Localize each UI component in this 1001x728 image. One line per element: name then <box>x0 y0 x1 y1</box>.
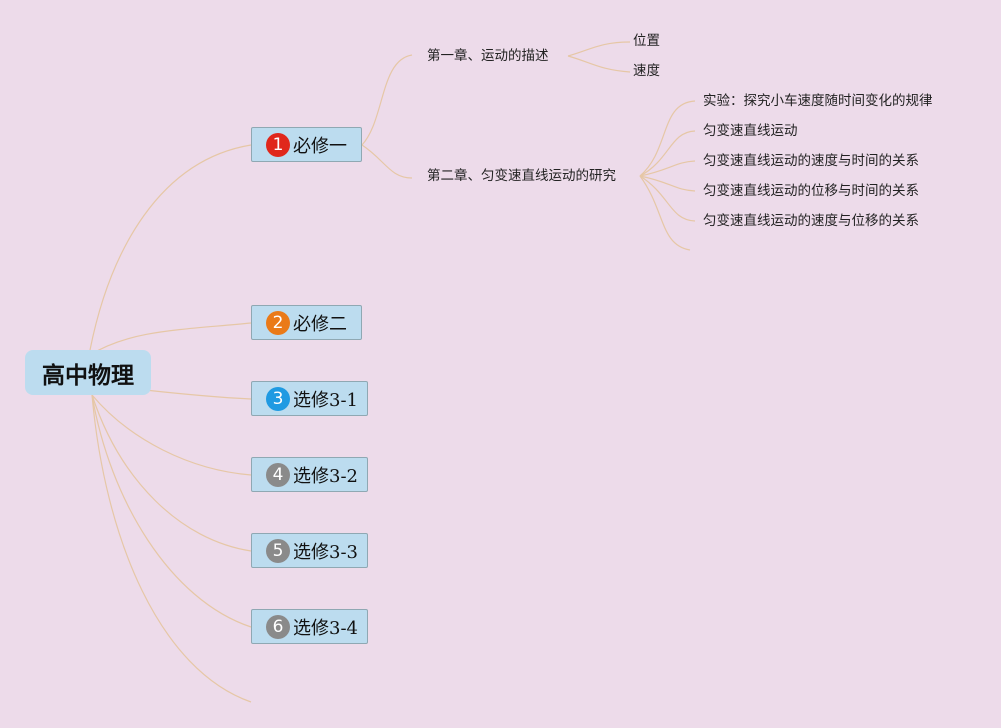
topic-node[interactable]: 匀变速直线运动的速度与时间的关系 <box>703 153 919 169</box>
branch-node-3[interactable]: 3 选修3-1 <box>251 381 368 416</box>
number-4-icon: 4 <box>266 462 290 487</box>
number-6-icon: 6 <box>266 614 290 639</box>
connector-root-branch-4 <box>91 394 252 476</box>
connector-root-empty <box>91 394 252 703</box>
number-3-icon: 3 <box>266 386 290 411</box>
branch-label-6: 选修3-4 <box>293 617 358 639</box>
connector-chapter2-topic1 <box>639 100 696 177</box>
connector-root-branch-2 <box>89 322 252 356</box>
connector-root-branch-6 <box>91 394 252 628</box>
number-5-icon: 5 <box>266 538 290 563</box>
branch-label-4: 选修3-2 <box>293 465 358 487</box>
chapter-node-2[interactable]: 第二章、匀变速直线运动的研究 <box>427 168 616 184</box>
connector-chapter1-topic2 <box>567 55 631 73</box>
branch-label-3: 选修3-1 <box>293 389 358 411</box>
connector-branch1-chapter2 <box>361 144 413 179</box>
topic-node[interactable]: 匀变速直线运动的位移与时间的关系 <box>703 183 919 199</box>
topic-node[interactable]: 速度 <box>633 63 660 79</box>
connector-chapter2-topic5 <box>639 175 696 222</box>
number-1-icon: 1 <box>266 132 290 157</box>
branch-node-6[interactable]: 6 选修3-4 <box>251 609 368 644</box>
connector-chapter1-topic1 <box>567 41 631 57</box>
number-2-icon: 2 <box>266 310 290 335</box>
connector-chapter2-topic2 <box>639 130 696 177</box>
topic-node[interactable]: 位置 <box>633 33 660 49</box>
chapter-node-1[interactable]: 第一章、运动的描述 <box>427 48 549 64</box>
topic-node[interactable]: 匀变速直线运动的速度与位移的关系 <box>703 213 919 229</box>
branch-node-5[interactable]: 5 选修3-3 <box>251 533 368 568</box>
branch-node-4[interactable]: 4 选修3-2 <box>251 457 368 492</box>
branch-node-1[interactable]: 1 必修一 <box>251 127 362 162</box>
root-label: 高中物理 <box>42 362 134 389</box>
branch-label-2: 必修二 <box>293 313 347 335</box>
topic-node[interactable]: 实验：探究小车速度随时间变化的规律 <box>703 93 933 109</box>
connector-root-branch-1 <box>89 144 252 351</box>
connector-root-branch-5 <box>91 394 252 552</box>
topic-node[interactable]: 匀变速直线运动 <box>703 123 798 139</box>
connector-chapter2-topic3 <box>639 160 696 177</box>
branch-label-1: 必修一 <box>293 135 347 157</box>
branch-node-2[interactable]: 2 必修二 <box>251 305 362 340</box>
branch-label-5: 选修3-3 <box>293 541 358 563</box>
connector-root-branch-3 <box>144 389 252 400</box>
root-node[interactable]: 高中物理 <box>25 350 151 395</box>
connector-branch1-chapter1 <box>361 54 413 146</box>
connector-chapter2-topic4 <box>639 175 696 192</box>
connector-chapter2-empty <box>639 175 691 251</box>
